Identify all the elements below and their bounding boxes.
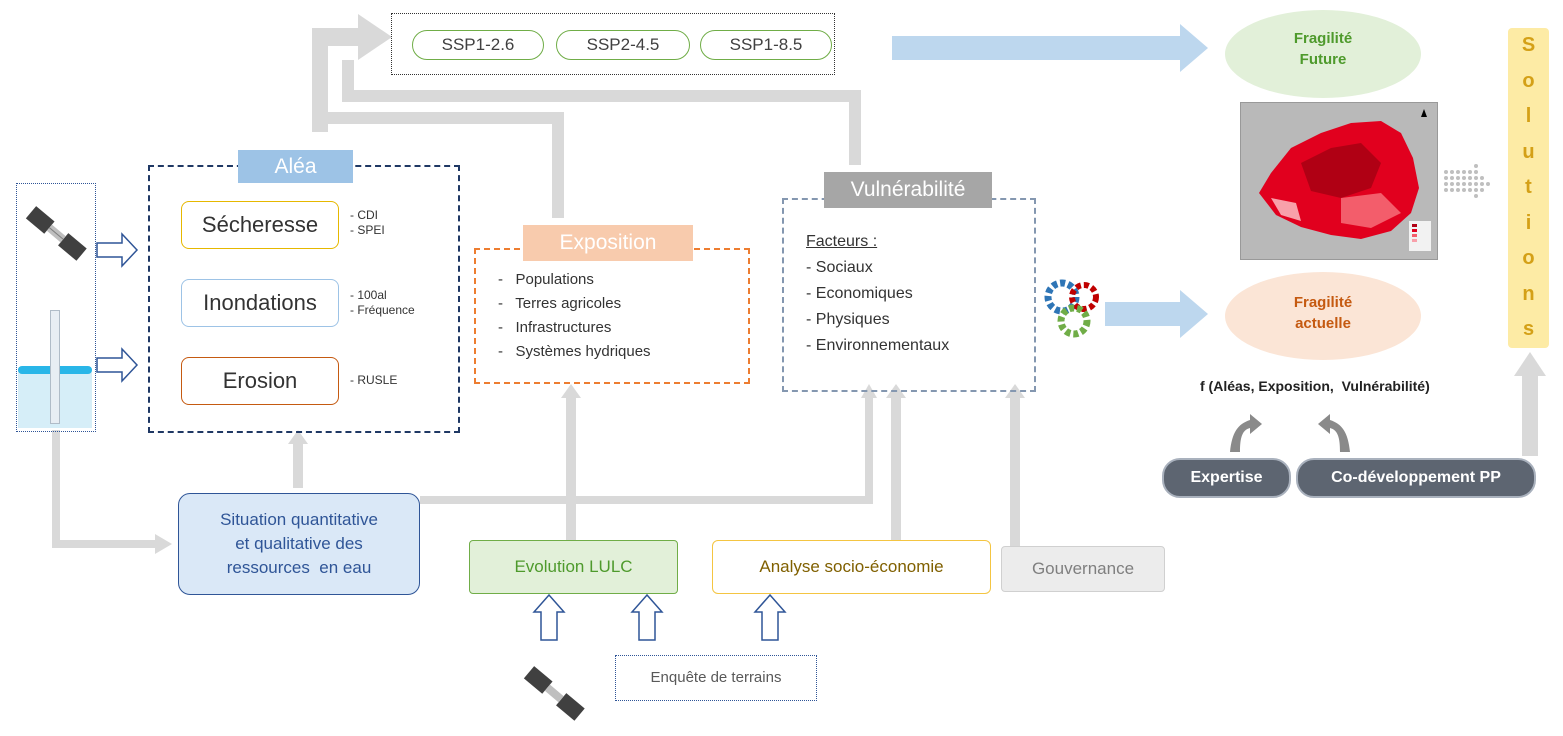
water-line: et qualitative des: [235, 534, 363, 553]
risk-map-graphic: [1241, 103, 1437, 259]
solutions-letter: s: [1522, 318, 1535, 340]
solutions-letter: t: [1525, 176, 1532, 198]
scenario-ssp126: SSP1-2.6: [412, 30, 544, 60]
exposition-list: - Populations - Terres agricoles - Infra…: [498, 268, 651, 364]
gears-icon: [1044, 279, 1099, 338]
socio-box: Analyse socio-économie: [712, 540, 991, 594]
alea-secheresse: Sécheresse: [181, 201, 339, 249]
codev-button[interactable]: Co-développement PP: [1296, 458, 1536, 498]
exposition-item: - Systèmes hydriques: [498, 343, 651, 360]
scenario-ssp185: SSP1-8.5: [700, 30, 832, 60]
vulnerabilite-heading: Facteurs :: [806, 233, 878, 250]
fragility-current: Fragilité actuelle: [1225, 272, 1421, 360]
water-resources-box: Situation quantitative et qualitative de…: [178, 493, 420, 595]
scenarios-box: [391, 13, 835, 75]
water-line: Situation quantitative: [220, 510, 378, 529]
vulnerabilite-item: - Environnementaux: [806, 337, 950, 354]
satellite-icon: [523, 666, 585, 721]
solutions-letter: n: [1522, 282, 1535, 305]
survey-box: Enquête de terrains: [615, 655, 817, 701]
input-panel: [16, 183, 96, 432]
gauge-pole: [50, 310, 60, 424]
fragility-future-line1: Fragilité: [1293, 30, 1353, 47]
scenario-ssp245: SSP2-4.5: [556, 30, 690, 60]
exposition-item: - Infrastructures: [498, 319, 612, 336]
fragility-current-line1: Fragilité: [1293, 294, 1353, 311]
vulnerabilite-item: - Economiques: [806, 285, 913, 302]
exposition-item: - Terres agricoles: [498, 295, 622, 312]
alea-inondations-indicators: - 100al - Fréquence: [350, 288, 415, 317]
lulc-box: Evolution LULC: [469, 540, 678, 594]
satellite-icon: [25, 206, 87, 261]
solutions-letter: i: [1525, 211, 1532, 234]
formula-text: f (Aléas, Exposition, Vulnérabilité): [1200, 378, 1430, 394]
gouvernance-box: Gouvernance: [1001, 546, 1165, 592]
solutions-column: S o l u t i o n s: [1508, 28, 1549, 348]
alea-inondations: Inondations: [181, 279, 339, 327]
fragility-current-line2: actuelle: [1295, 315, 1351, 332]
vulnerabilite-item: - Sociaux: [806, 259, 873, 276]
alea-secheresse-indicators: - CDI - SPEI: [350, 208, 385, 237]
exposition-title: Exposition: [523, 225, 693, 261]
solutions-letter: o: [1522, 69, 1535, 92]
exposition-item: - Populations: [498, 271, 594, 288]
alea-erosion-indicators: - RUSLE: [350, 373, 398, 387]
solutions-letter: S: [1521, 34, 1536, 56]
expertise-button[interactable]: Expertise: [1162, 458, 1291, 498]
solutions-letter: u: [1522, 140, 1535, 163]
alea-erosion: Erosion: [181, 357, 339, 405]
fragility-future: Fragilité Future: [1225, 10, 1421, 98]
fragility-future-line2: Future: [1299, 51, 1347, 68]
solutions-letter: o: [1522, 247, 1535, 269]
vulnerabilite-list: Facteurs : - Sociaux - Economiques - Phy…: [806, 229, 949, 359]
solutions-letter: l: [1525, 105, 1532, 127]
water-line: ressources en eau: [226, 558, 372, 577]
vulnerabilite-title: Vulnérabilité: [824, 172, 992, 208]
alea-title: Aléa: [238, 150, 353, 183]
risk-map: [1240, 102, 1438, 260]
vulnerabilite-item: - Physiques: [806, 311, 890, 328]
